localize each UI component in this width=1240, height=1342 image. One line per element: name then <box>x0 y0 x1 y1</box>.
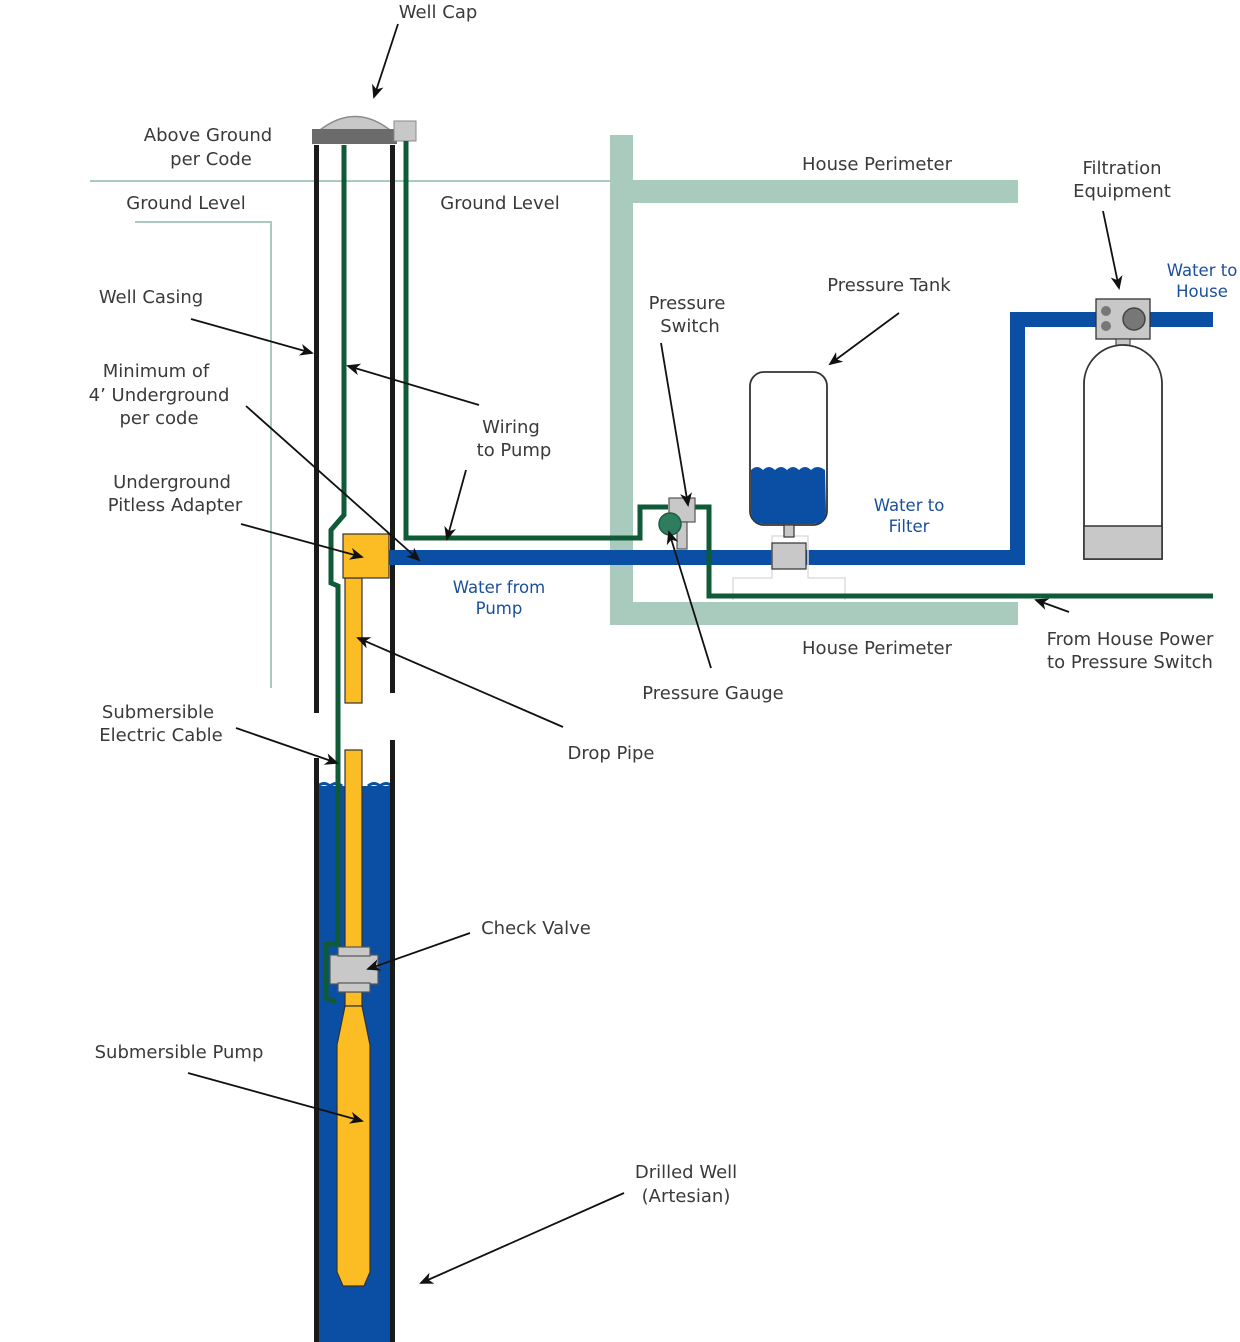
arrow-pressure-gauge <box>666 530 712 669</box>
label-above-ground-1: Above Ground <box>144 125 272 146</box>
water-to-house-pipe-vertical <box>1010 312 1025 565</box>
label-pitless-1: Underground <box>113 472 231 493</box>
arrow-well-cap <box>372 23 399 99</box>
label-cable-2: Electric Cable <box>99 725 223 746</box>
label-pressure-switch-1: Pressure <box>649 293 726 314</box>
well-casing-right-upper <box>390 145 395 693</box>
label-pressure-switch-2: Switch <box>660 316 720 337</box>
label-wiring-1: Wiring <box>482 417 540 438</box>
label-drilled-2: (Artesian) <box>642 1186 731 1207</box>
well-casing-left-upper <box>314 145 319 713</box>
arrow-minimum-underground <box>245 405 421 562</box>
well-cap-dome <box>317 115 393 131</box>
arrow-drilled-well <box>419 1192 625 1284</box>
label-minimum-1: Minimum of <box>103 361 210 382</box>
label-filtration-1: Filtration <box>1082 158 1161 179</box>
label-house-perimeter-top: House Perimeter <box>802 154 953 175</box>
house-power-wiring <box>688 504 1213 599</box>
filtration-tank-base <box>1083 525 1163 560</box>
pump-wiring-in-casing <box>323 145 347 1005</box>
label-water-to-house-2: House <box>1176 282 1228 301</box>
arrow-well-casing <box>190 318 314 356</box>
arrow-house-power <box>1034 598 1070 613</box>
well-casing-left-lower <box>314 758 319 1342</box>
label-water-to-filter-1: Water to <box>874 496 945 515</box>
label-minimum-3: per code <box>119 408 198 429</box>
label-above-ground-2: per Code <box>170 149 252 170</box>
label-well-casing: Well Casing <box>99 287 203 308</box>
label-filtration-2: Equipment <box>1073 181 1171 202</box>
arrow-submersible-pump <box>187 1072 364 1124</box>
label-house-power-2: to Pressure Switch <box>1047 652 1213 673</box>
check-valve-cap-bottom <box>337 982 371 993</box>
label-house-perimeter-bottom: House Perimeter <box>802 638 953 659</box>
arrow-pressure-tank <box>828 312 900 366</box>
label-water-to-filter-2: Filter <box>889 517 930 536</box>
label-wiring-2: to Pump <box>477 440 552 461</box>
label-drilled-1: Drilled Well <box>635 1162 737 1183</box>
drop-pipe-lower <box>344 749 363 949</box>
label-water-from-pump-2: Pump <box>476 599 523 618</box>
label-ground-level-right: Ground Level <box>440 193 559 214</box>
arrow-electric-cable <box>235 727 339 765</box>
pressure-tank-neck <box>783 524 795 538</box>
filtration-tank <box>1083 344 1163 560</box>
submersible-pump-body <box>336 1005 371 1287</box>
label-pressure-tank: Pressure Tank <box>827 275 951 296</box>
drop-pipe-upper <box>344 577 363 704</box>
label-water-from-pump-1: Water from <box>453 578 545 597</box>
check-valve-body <box>329 954 379 985</box>
label-minimum-2: 4’ Underground <box>89 385 230 406</box>
label-pitless-2: Pitless Adapter <box>108 495 243 516</box>
label-ground-level-left: Ground Level <box>126 193 245 214</box>
arrow-wiring-lower <box>444 469 467 541</box>
label-check-valve: Check Valve <box>481 918 591 939</box>
arrow-pitless-adapter <box>240 523 364 560</box>
arrow-drop-pipe <box>356 637 564 728</box>
well-cap-conduit-box <box>393 120 417 142</box>
pressure-tank-tee <box>771 542 807 570</box>
filtration-valve-small-1 <box>1101 306 1111 316</box>
house-perimeter-wall-top <box>610 180 1018 203</box>
pressure-gauge-dial <box>658 512 682 536</box>
label-house-power-1: From House Power <box>1047 629 1214 650</box>
label-well-cap: Well Cap <box>399 2 478 23</box>
label-drop-pipe: Drop Pipe <box>568 743 655 764</box>
pressure-tank-water <box>751 467 826 524</box>
label-pressure-gauge: Pressure Gauge <box>642 683 783 704</box>
pitless-adapter <box>342 533 390 579</box>
well-casing-right-lower <box>390 740 395 1342</box>
check-valve-cap-top <box>337 946 371 957</box>
well-cap-plate <box>312 129 397 144</box>
wiring-to-pressure-switch <box>403 141 668 541</box>
arrow-filtration <box>1102 210 1123 290</box>
house-perimeter-wall-left <box>610 135 633 625</box>
filtration-valve-dial <box>1122 307 1146 331</box>
label-submersible-pump: Submersible Pump <box>95 1042 264 1063</box>
arrow-pressure-switch <box>660 342 692 507</box>
arrow-check-valve <box>366 932 471 971</box>
house-perimeter-wall-bottom <box>610 602 1018 625</box>
label-cable-1: Submersible <box>102 702 214 723</box>
arrow-wiring-upper <box>346 363 480 406</box>
label-water-to-house-1: Water to <box>1167 261 1238 280</box>
drop-pipe-below-valve <box>344 991 363 1007</box>
filtration-valve-small-2 <box>1101 321 1111 331</box>
